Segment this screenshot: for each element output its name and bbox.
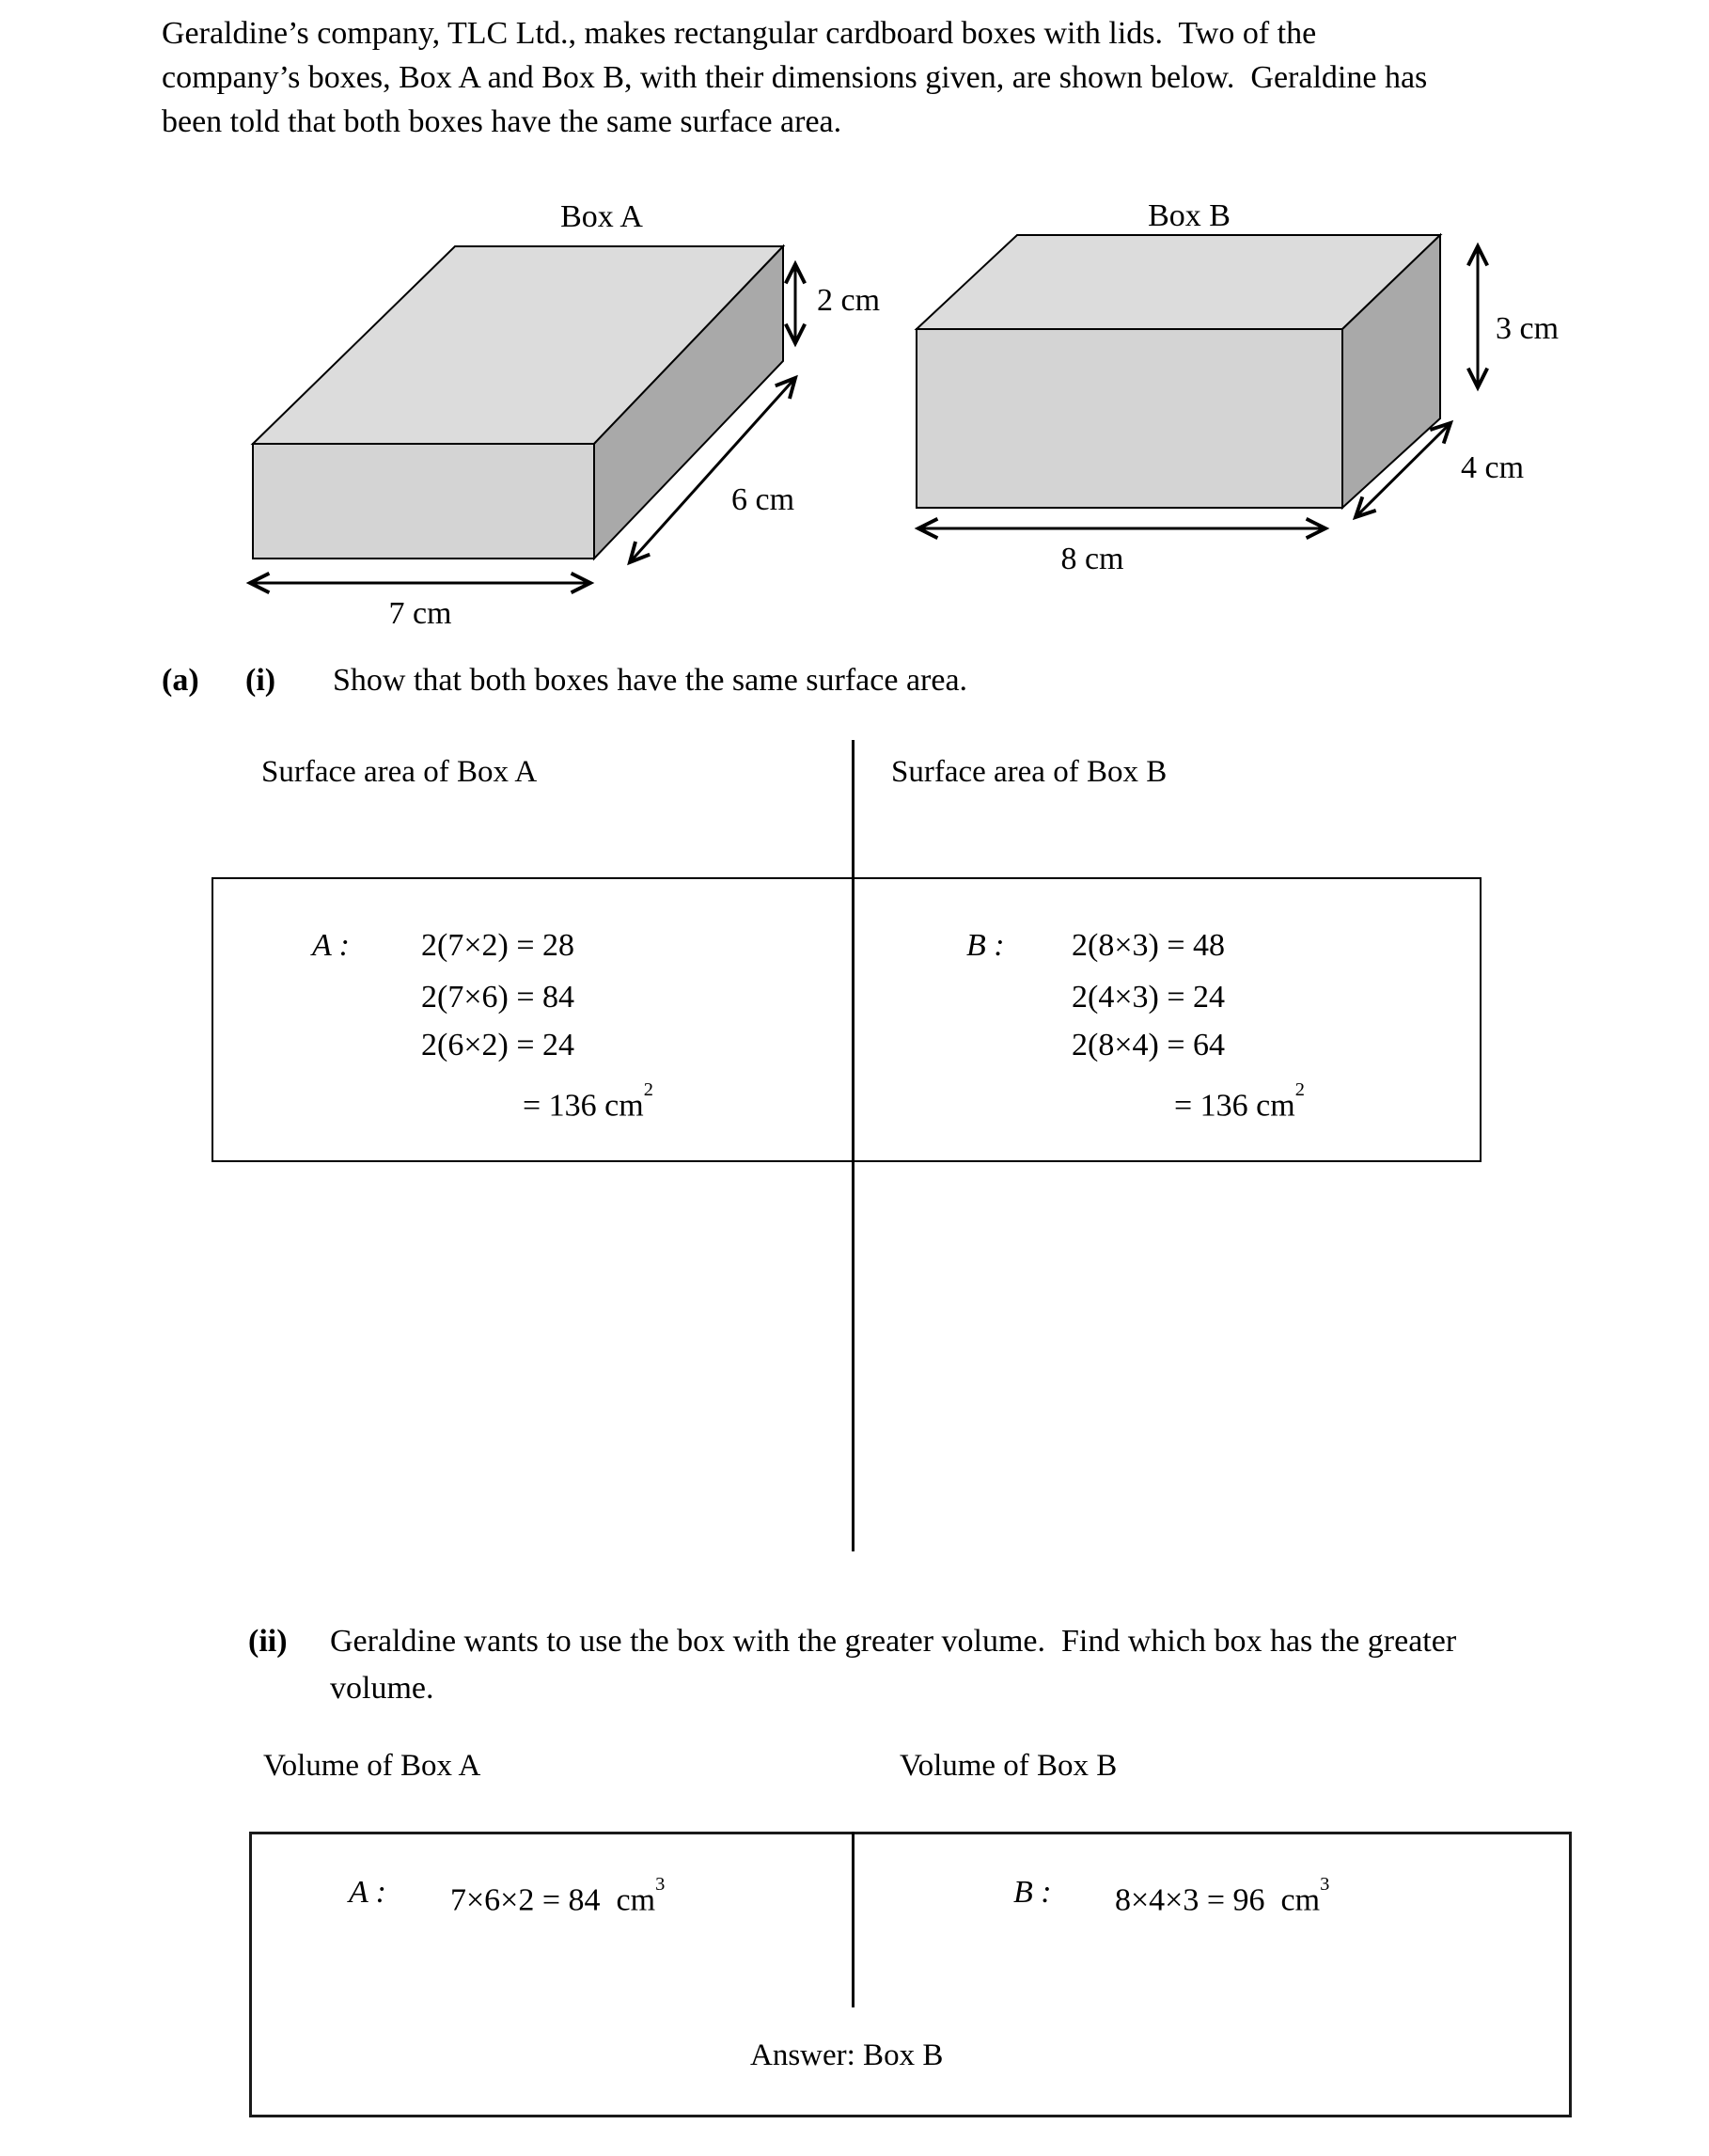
volume-a-expression: 7×6×2 = 84 cm3: [450, 1874, 665, 1919]
volume-b-heading: Volume of Box B: [900, 1749, 1118, 1783]
volume-a-label: A :: [349, 1875, 386, 1910]
column-divider-line: [852, 740, 854, 1551]
box-a-depth-arrow: [627, 374, 798, 566]
answer-text: Answer: Box B: [750, 2038, 944, 2072]
surface-area-a-line-2: 2(7×6) = 84: [421, 980, 574, 1015]
part-i-question: Show that both boxes have the same surfa…: [333, 663, 968, 698]
volume-b-label: B :: [1013, 1875, 1052, 1910]
surface-area-work-box: [212, 877, 1482, 1162]
surface-area-b-line-1: 2(8×3) = 48: [1072, 928, 1225, 963]
part-i-label: (i): [245, 663, 276, 698]
surface-area-b-total-exponent: 2: [1294, 1078, 1305, 1100]
box-b-title: Box B: [1148, 198, 1231, 233]
box-a-title: Box A: [560, 199, 643, 234]
box-b-front-face: [916, 328, 1343, 509]
surface-area-b-heading: Surface area of Box B: [891, 755, 1168, 789]
box-a-depth-label: 6 cm: [731, 482, 794, 517]
surface-area-b-line-3: 2(8×4) = 64: [1072, 1028, 1225, 1062]
surface-area-b-total: = 136 cm2: [1174, 1079, 1305, 1125]
surface-area-a-label: A :: [312, 928, 350, 963]
box-b-figure: Box B 3 cm 4 cm 8 cm: [914, 198, 1559, 576]
part-ii-question-line-2: volume.: [330, 1671, 434, 1706]
surface-area-a-line-3: 2(6×2) = 24: [421, 1028, 574, 1062]
surface-area-a-total-exponent: 2: [643, 1078, 653, 1100]
box-a-front-face: [252, 443, 595, 559]
surface-area-a-line-1: 2(7×2) = 28: [421, 928, 574, 963]
box-a-figure: Box A 2 cm 6 cm 7 cm: [245, 199, 880, 631]
volume-a-expression-exponent: 3: [655, 1873, 666, 1895]
surface-area-a-total: = 136 cm2: [523, 1079, 653, 1125]
intro-line-2: company’s boxes, Box A and Box B, with t…: [162, 60, 1428, 95]
box-a-height-label: 2 cm: [817, 283, 880, 318]
volume-work-box: [249, 1832, 1572, 2117]
intro-paragraph: Geraldine’s company, TLC Ltd., makes rec…: [162, 11, 1427, 144]
surface-area-b-total-text: = 136 cm: [1174, 1088, 1295, 1124]
box-b-depth-arrow: [1352, 419, 1454, 521]
volume-b-expression-exponent: 3: [1320, 1873, 1330, 1895]
box-b-width-label: 8 cm: [1060, 542, 1123, 576]
box-b-depth-label: 4 cm: [1461, 450, 1524, 485]
intro-line-3: been told that both boxes have the same …: [162, 104, 842, 139]
volume-b-expression-text: 8×4×3 = 96 cm: [1115, 1882, 1321, 1918]
surface-area-a-total-text: = 136 cm: [523, 1088, 644, 1124]
volume-a-heading: Volume of Box A: [263, 1749, 481, 1783]
volume-b-expression: 8×4×3 = 96 cm3: [1115, 1874, 1329, 1919]
part-ii-label: (ii): [248, 1624, 288, 1659]
intro-line-1: Geraldine’s company, TLC Ltd., makes rec…: [162, 16, 1317, 51]
volume-box-divider-line: [852, 1832, 854, 2007]
surface-area-b-label: B :: [966, 928, 1005, 963]
box-b-height-label: 3 cm: [1496, 311, 1559, 346]
part-ii-question-line-1: Geraldine wants to use the box with the …: [330, 1624, 1457, 1659]
volume-a-expression-text: 7×6×2 = 84 cm: [450, 1882, 656, 1918]
surface-area-b-line-2: 2(4×3) = 24: [1072, 980, 1225, 1015]
part-a-label: (a): [162, 663, 199, 698]
surface-area-a-heading: Surface area of Box A: [261, 755, 538, 789]
box-diagrams-figure: Box A 2 cm 6 cm 7 cm Box B 3 cm 4 cm 8 c…: [245, 198, 1559, 631]
box-a-width-label: 7 cm: [388, 596, 451, 631]
